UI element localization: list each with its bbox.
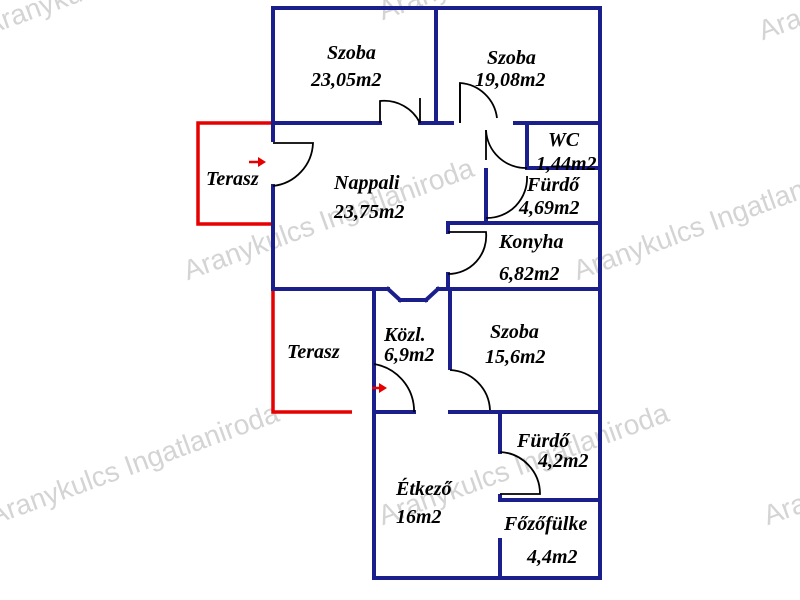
- room-area-furdo-1: 4,69m2: [518, 197, 580, 219]
- room-area-szoba-1: 23,05m2: [310, 69, 382, 91]
- room-name-szoba-3: Szoba: [490, 321, 539, 343]
- room-name-szoba-2: Szoba: [487, 47, 536, 69]
- entrance-arrow-icon: [372, 383, 387, 393]
- room-name-terasz-2: Terasz: [287, 341, 340, 363]
- room-name-terasz-1: Terasz: [206, 168, 259, 190]
- room-name-konyha: Konyha: [498, 231, 563, 253]
- room-area-nappali: 23,75m2: [333, 201, 405, 223]
- terrace-outline-lower: [271, 289, 352, 414]
- terrace-outline-upper: [196, 121, 273, 226]
- room-name-fozofulke: Főzőfülke: [503, 513, 587, 535]
- room-area-szoba-3: 15,6m2: [485, 346, 546, 368]
- room-area-wc: 1,44m2: [536, 153, 597, 175]
- room-name-nappali: Nappali: [333, 172, 400, 194]
- room-area-etkezo: 16m2: [396, 506, 442, 528]
- room-name-wc: WC: [548, 129, 580, 151]
- room-area-fozofulke: 4,4m2: [526, 546, 578, 568]
- room-area-kozl: 6,9m2: [384, 344, 435, 366]
- room-name-szoba-1: Szoba: [327, 42, 376, 64]
- doors: [272, 82, 541, 495]
- room-area-furdo-2: 4,2m2: [537, 450, 589, 472]
- room-name-etkezo: Étkező: [395, 477, 454, 500]
- room-name-furdo-2: Fürdő: [516, 430, 571, 452]
- room-name-kozl: Közl.: [383, 324, 426, 346]
- room-name-furdo-1: Fürdő: [526, 174, 581, 196]
- walls: [271, 6, 602, 580]
- room-area-szoba-2: 19,08m2: [475, 69, 546, 91]
- room-area-konyha: 6,82m2: [499, 263, 560, 285]
- entrance-arrow-icon: [249, 157, 266, 167]
